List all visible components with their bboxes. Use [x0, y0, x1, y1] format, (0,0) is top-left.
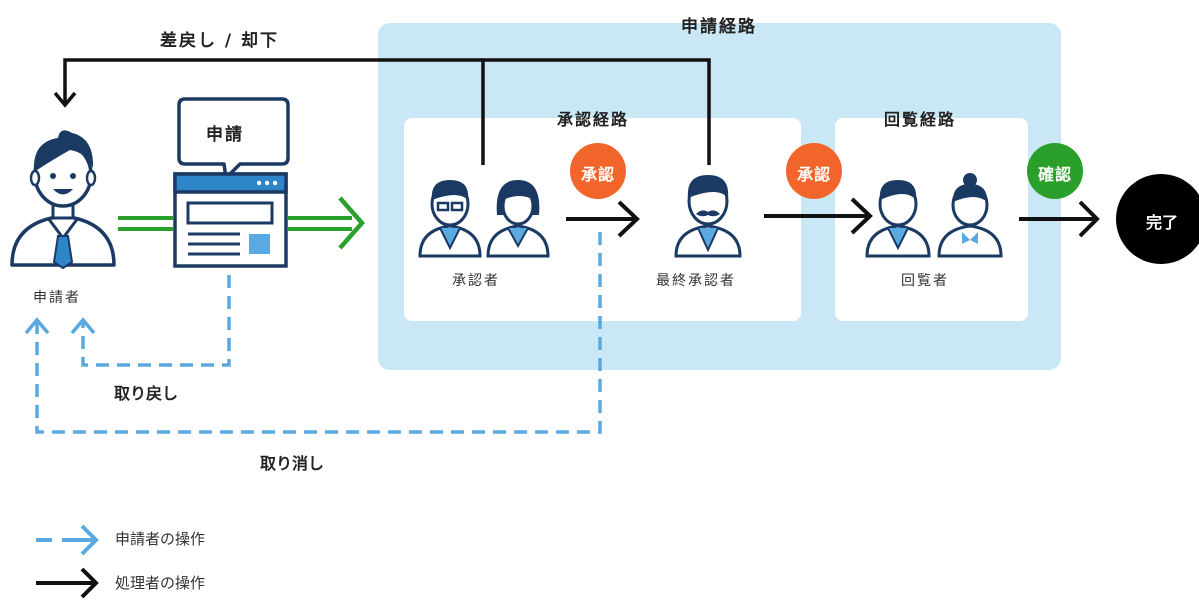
legend-applicant-label: 申請者の操作	[115, 530, 206, 548]
withdraw-arrow	[81, 275, 231, 367]
complete-label: 完了	[1145, 213, 1178, 232]
withdraw-label: 取り戻し	[114, 384, 179, 403]
complete-circle	[1116, 174, 1199, 264]
viewer-label: 回覧者	[901, 273, 949, 289]
legend-applicant-arrow	[36, 524, 99, 556]
approval-route-title: 承認経路	[557, 110, 630, 129]
approver-glasses-icon	[418, 180, 482, 258]
legend-processor-label: 処理者の操作	[115, 574, 206, 592]
submit-arrow	[118, 196, 365, 250]
application-bubble-label: 申請	[206, 125, 244, 145]
circulation-route-title: 回覧経路	[884, 110, 957, 129]
viewer-man-icon	[865, 180, 931, 258]
application-form-icon	[173, 172, 288, 268]
approve-badge-1-label: 承認	[580, 165, 615, 184]
final-approver-icon	[674, 175, 742, 258]
approval-arrow-1	[566, 200, 640, 238]
return-reject-arrow	[53, 58, 711, 165]
approval-arrow-2	[764, 197, 873, 235]
applicant-person-icon	[10, 130, 116, 270]
application-bubble	[177, 97, 290, 180]
confirm-badge	[1027, 143, 1083, 199]
confirm-badge-label: 確認	[1037, 165, 1072, 184]
approve-badge-2-label: 承認	[796, 165, 831, 184]
approver-woman-icon	[486, 180, 550, 258]
viewer-woman-icon	[937, 173, 1003, 258]
confirm-arrow	[1019, 200, 1100, 238]
final-approver-label: 最終承認者	[656, 273, 736, 289]
legend-processor-arrow	[36, 567, 99, 599]
application-route-title: 申請経路	[681, 17, 757, 37]
approver-label: 承認者	[452, 273, 500, 289]
cancel-label: 取り消し	[260, 454, 325, 473]
cancel-arrowhead	[24, 317, 50, 335]
approve-badge-1	[570, 143, 626, 199]
withdraw-arrowhead	[70, 317, 96, 335]
approve-badge-2	[786, 143, 842, 199]
applicant-label: 申請者	[33, 290, 81, 306]
return-reject-label: 差戻し / 却下	[160, 31, 280, 51]
circulation-route-panel	[835, 118, 1028, 321]
